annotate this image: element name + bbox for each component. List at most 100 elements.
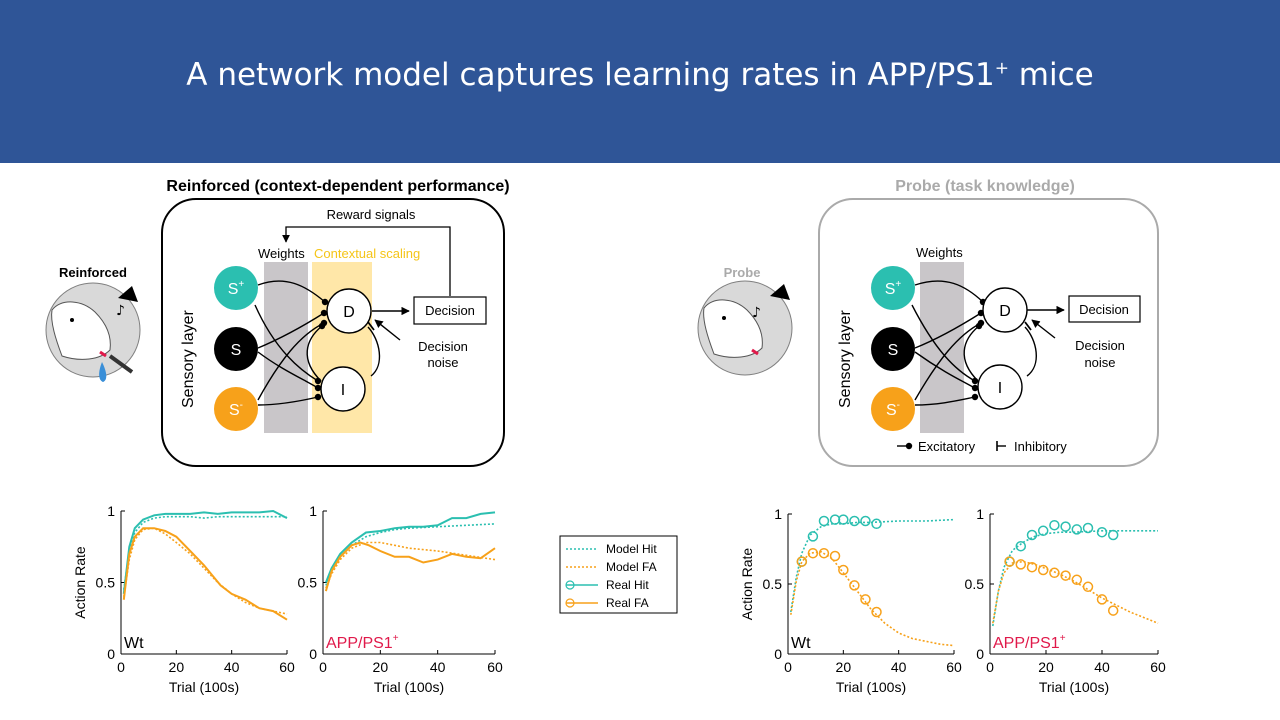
series-line-model-fa bbox=[790, 550, 955, 647]
probe-synapse-dots bbox=[971, 298, 987, 401]
chart-legend: Model Hit Model FA Real Hit Real FA bbox=[559, 535, 678, 614]
data-point bbox=[1015, 540, 1027, 552]
y-tick-label: 0 bbox=[774, 646, 782, 662]
probe-s-node bbox=[871, 327, 915, 371]
series-line-model-fa bbox=[123, 527, 288, 615]
series-line-real-fa bbox=[324, 541, 496, 592]
svg-text:D: D bbox=[999, 303, 1011, 320]
y-tick-label: 0 bbox=[976, 646, 984, 662]
data-point bbox=[1071, 524, 1083, 535]
data-point bbox=[849, 515, 860, 527]
probe-network-box bbox=[818, 198, 1159, 467]
probe-weights-label: Weights bbox=[916, 245, 963, 260]
y-tick-label: 1 bbox=[309, 503, 317, 519]
svg-text:noise: noise bbox=[1084, 355, 1115, 370]
y-tick-label: 1 bbox=[107, 503, 115, 519]
probe-s-plus-node bbox=[871, 266, 915, 310]
reinforced-heading: Reinforced (context-dependent performanc… bbox=[166, 178, 509, 195]
title-banner bbox=[0, 0, 1280, 163]
data-point bbox=[1026, 529, 1038, 541]
series-line-real-hit bbox=[122, 509, 288, 595]
x-tick-label: 60 bbox=[946, 659, 962, 675]
svg-text:S+: S+ bbox=[885, 279, 902, 298]
data-point bbox=[1015, 559, 1027, 570]
x-axis-label: Trial (100s) bbox=[374, 679, 444, 695]
data-point bbox=[871, 518, 882, 530]
x-tick-label: 40 bbox=[224, 659, 240, 675]
svg-text:Decision: Decision bbox=[425, 303, 475, 318]
data-point bbox=[818, 515, 830, 527]
series-line-model-hit bbox=[790, 518, 955, 613]
data-point bbox=[1082, 581, 1094, 593]
data-point bbox=[1096, 594, 1108, 605]
data-point bbox=[1037, 525, 1049, 537]
x-tick-label: 0 bbox=[784, 659, 792, 675]
x-tick-label: 20 bbox=[836, 659, 852, 675]
weights-label: Weights bbox=[258, 246, 305, 261]
data-point bbox=[1071, 574, 1083, 586]
x-tick-label: 60 bbox=[1150, 659, 1166, 675]
svg-text:S: S bbox=[888, 342, 899, 359]
data-point bbox=[1107, 529, 1119, 541]
noise-arrow bbox=[374, 319, 401, 341]
svg-text:noise: noise bbox=[427, 355, 458, 370]
x-tick-label: 40 bbox=[1094, 659, 1110, 675]
legend-model-fa: Model FA bbox=[606, 560, 657, 574]
svg-text:Decision: Decision bbox=[1079, 302, 1129, 317]
i-node bbox=[320, 366, 366, 412]
reinforced-connections bbox=[254, 280, 381, 406]
s-node bbox=[214, 327, 258, 371]
svg-text:S-: S- bbox=[229, 400, 243, 419]
legend-real-hit: Real Hit bbox=[606, 578, 649, 592]
y-axis-label: Action Rate bbox=[72, 546, 88, 619]
weights-band bbox=[264, 262, 308, 433]
reinforced-diagram: Reinforced (context-dependent performanc… bbox=[161, 178, 510, 467]
x-tick-label: 0 bbox=[986, 659, 994, 675]
probe-mouse-illustration: Probe ♪ bbox=[697, 265, 793, 376]
data-point bbox=[871, 606, 882, 618]
data-point bbox=[1060, 521, 1071, 532]
legend-real-fa: Real FA bbox=[606, 596, 649, 610]
data-point bbox=[1096, 526, 1108, 538]
series-line-model-hit bbox=[325, 523, 496, 586]
svg-text:I: I bbox=[341, 382, 345, 399]
data-point bbox=[1107, 605, 1119, 616]
data-point bbox=[849, 580, 860, 591]
slide-title: A network model captures learning rates … bbox=[186, 57, 1094, 93]
x-axis-label: Trial (100s) bbox=[836, 679, 906, 695]
svg-text:I: I bbox=[998, 380, 1002, 397]
data-point bbox=[1049, 567, 1060, 579]
y-tick-label: 0.5 bbox=[298, 575, 318, 591]
svg-text:♪: ♪ bbox=[752, 305, 761, 321]
svg-text:S: S bbox=[231, 342, 242, 359]
series-line-model-hit bbox=[992, 529, 1158, 627]
panel-label-wt: Wt bbox=[124, 635, 144, 652]
decision-box bbox=[413, 296, 487, 325]
y-tick-label: 1 bbox=[774, 506, 782, 522]
data-point bbox=[1060, 570, 1071, 581]
svg-text:Decision: Decision bbox=[1075, 338, 1125, 353]
panel-label-app: APP/PS1+ bbox=[326, 633, 399, 652]
y-tick-label: 0 bbox=[107, 646, 115, 662]
s-plus-node bbox=[214, 266, 258, 310]
inhibitory-bar-d bbox=[367, 321, 375, 331]
probe-d-node bbox=[982, 287, 1028, 333]
series-line-real-fa bbox=[122, 527, 288, 621]
sensory-layer-label: Sensory layer bbox=[180, 310, 197, 408]
x-tick-label: 20 bbox=[169, 659, 185, 675]
reinforced-synapse-dots bbox=[314, 298, 329, 401]
x-axis-label: Trial (100s) bbox=[169, 679, 239, 695]
probe-diagram: Probe (task knowledge) Weights Sensory l… bbox=[818, 178, 1159, 467]
x-tick-label: 0 bbox=[319, 659, 327, 675]
data-point bbox=[818, 547, 830, 559]
x-tick-label: 40 bbox=[430, 659, 446, 675]
probe-s-minus-node bbox=[871, 387, 915, 431]
reward-signals-label: Reward signals bbox=[327, 207, 416, 222]
contextual-scaling-label: Contextual scaling bbox=[314, 246, 420, 261]
probe-decision-box bbox=[1068, 295, 1141, 323]
svg-text:Probe: Probe bbox=[724, 265, 761, 280]
svg-text:♪: ♪ bbox=[116, 303, 125, 319]
